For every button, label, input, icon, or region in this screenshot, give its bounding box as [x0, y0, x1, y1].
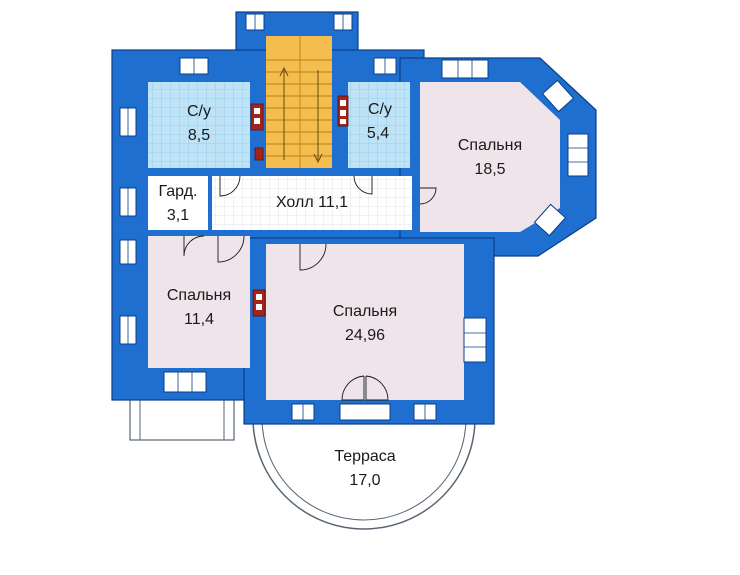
- terrace-name: Терраса: [334, 448, 395, 465]
- bedroom-w-name: Спальня: [167, 287, 231, 304]
- room-labels: С/у 8,5 С/у 5,4 Спальня 18,5 Гард. 3,1 Х…: [159, 101, 523, 489]
- bath2-area: 5,4: [367, 125, 389, 142]
- bath1-name: С/у: [187, 103, 211, 120]
- wardrobe-area: 3,1: [167, 207, 189, 224]
- bedroom-main-name: Спальня: [333, 303, 397, 320]
- stair-arrow-icon: [279, 66, 323, 164]
- bath2-floor: [348, 82, 410, 168]
- wardrobe-name: Гард.: [159, 183, 198, 200]
- terrace-area: 17,0: [349, 472, 380, 489]
- stair-floor: [266, 36, 332, 168]
- bedroom-ne-area: 18,5: [474, 161, 505, 178]
- bedroom-main-area: 24,96: [345, 327, 385, 344]
- window-icon: [119, 13, 589, 421]
- bedroom-w-floor: [148, 236, 250, 368]
- bedroom-main-floor: [266, 244, 464, 400]
- door-swing-icon: [183, 175, 437, 401]
- bedroom-ne-floor: [420, 82, 560, 232]
- bath1-floor: [148, 82, 250, 168]
- stairs: [266, 36, 332, 168]
- bedroom-w-area: 11,4: [184, 311, 214, 328]
- bath1-area: 8,5: [188, 127, 210, 144]
- room-floors: [148, 36, 560, 400]
- porch-steps: [129, 397, 235, 441]
- terrace: [252, 417, 476, 530]
- bath2-name: С/у: [368, 101, 392, 118]
- bedroom-ne-name: Спальня: [458, 137, 522, 154]
- hall-label: Холл 11,1: [276, 194, 348, 211]
- hall-floor: [212, 176, 412, 230]
- wardrobe-floor: [148, 176, 208, 230]
